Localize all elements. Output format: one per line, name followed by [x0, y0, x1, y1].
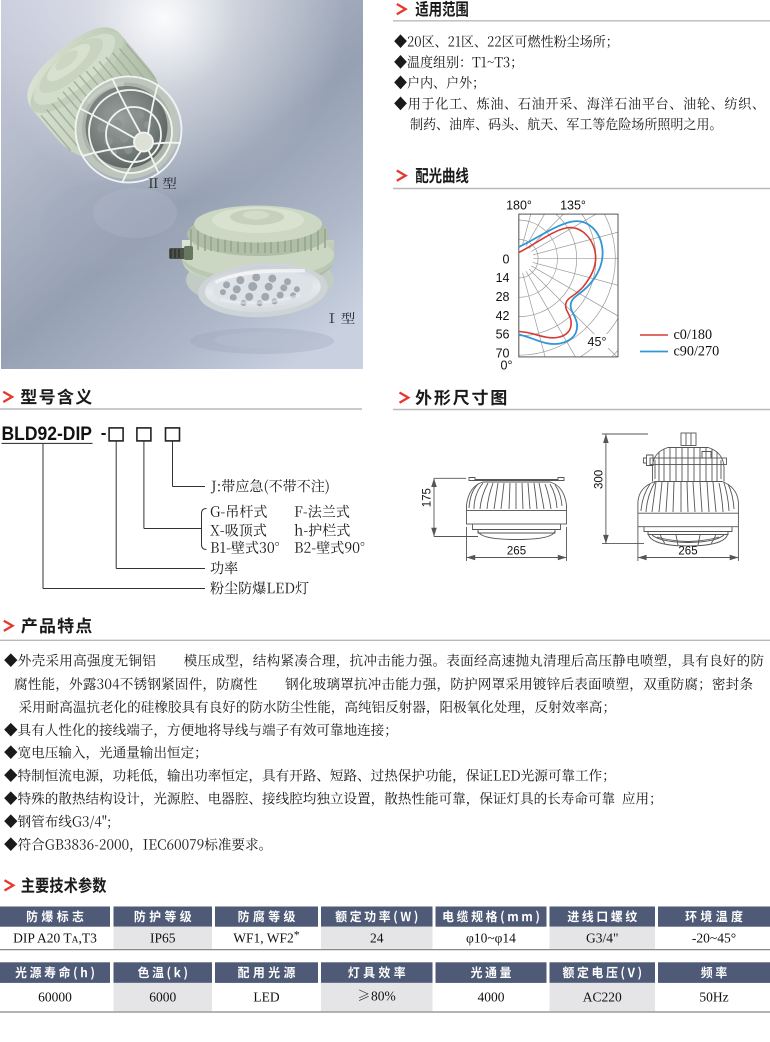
svg-text:G3/4": G3/4" [586, 930, 619, 945]
svg-text:80%: 80% [371, 989, 396, 1004]
svg-text:42: 42 [496, 309, 510, 323]
svg-text:φ10~φ14: φ10~φ14 [466, 930, 516, 945]
svg-text:135°: 135° [560, 199, 586, 213]
svg-text:DIP A20 TA,T3: DIP A20 TA,T3 [13, 930, 97, 945]
svg-text:6000: 6000 [149, 990, 176, 1005]
svg-text:0: 0 [503, 252, 510, 266]
svg-text:265: 265 [678, 546, 697, 558]
svg-text:AC220: AC220 [583, 990, 622, 1005]
svg-text:0°: 0° [501, 359, 513, 373]
svg-text:56: 56 [496, 328, 510, 342]
svg-text:180°: 180° [506, 199, 532, 213]
svg-text:BLD92-DIP: BLD92-DIP [2, 423, 93, 445]
svg-text:IP65: IP65 [150, 930, 176, 945]
svg-text:28: 28 [496, 290, 510, 304]
svg-text:-: - [101, 424, 107, 443]
svg-text:LED: LED [253, 990, 279, 1005]
svg-text:c90/270: c90/270 [674, 343, 720, 359]
svg-text:-20~45°: -20~45° [692, 930, 736, 945]
svg-text:300: 300 [594, 470, 606, 489]
svg-text:WF1, WF2*: WF1, WF2* [233, 927, 300, 945]
svg-text:4000: 4000 [478, 990, 505, 1005]
svg-text:45°: 45° [588, 335, 607, 349]
svg-text:c0/180: c0/180 [674, 327, 713, 343]
svg-text:24: 24 [370, 930, 384, 945]
svg-text:175: 175 [422, 488, 434, 507]
svg-text:50Hz: 50Hz [699, 990, 728, 1005]
svg-text:265: 265 [507, 546, 526, 558]
svg-text:60000: 60000 [38, 990, 72, 1005]
svg-text:14: 14 [496, 271, 510, 285]
svg-text:70: 70 [496, 347, 510, 361]
